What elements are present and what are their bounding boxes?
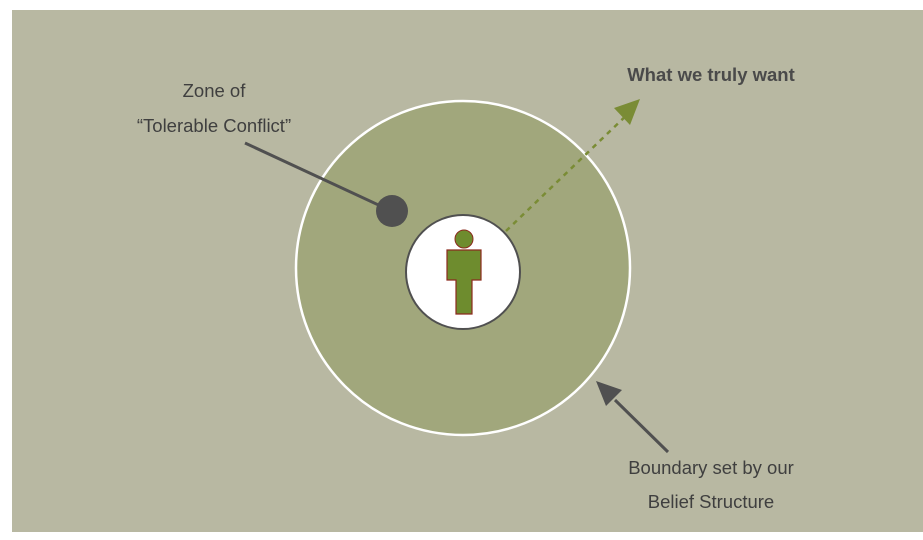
zone-pointer-line xyxy=(244,141,386,210)
boundary-label-line2: Belief Structure xyxy=(648,491,774,512)
zone-label-line1: Zone of xyxy=(183,80,247,101)
boundary-pointer-line xyxy=(613,398,670,454)
boundary-pointer-head xyxy=(596,381,622,406)
want-arrow-head xyxy=(614,99,640,125)
boundary-label-line1: Boundary set by our xyxy=(628,457,794,478)
person-icon xyxy=(446,229,482,315)
want-label: What we truly want xyxy=(627,64,795,85)
zone-pointer-dot xyxy=(376,195,408,227)
zone-label-line2: “Tolerable Conflict” xyxy=(137,115,291,136)
